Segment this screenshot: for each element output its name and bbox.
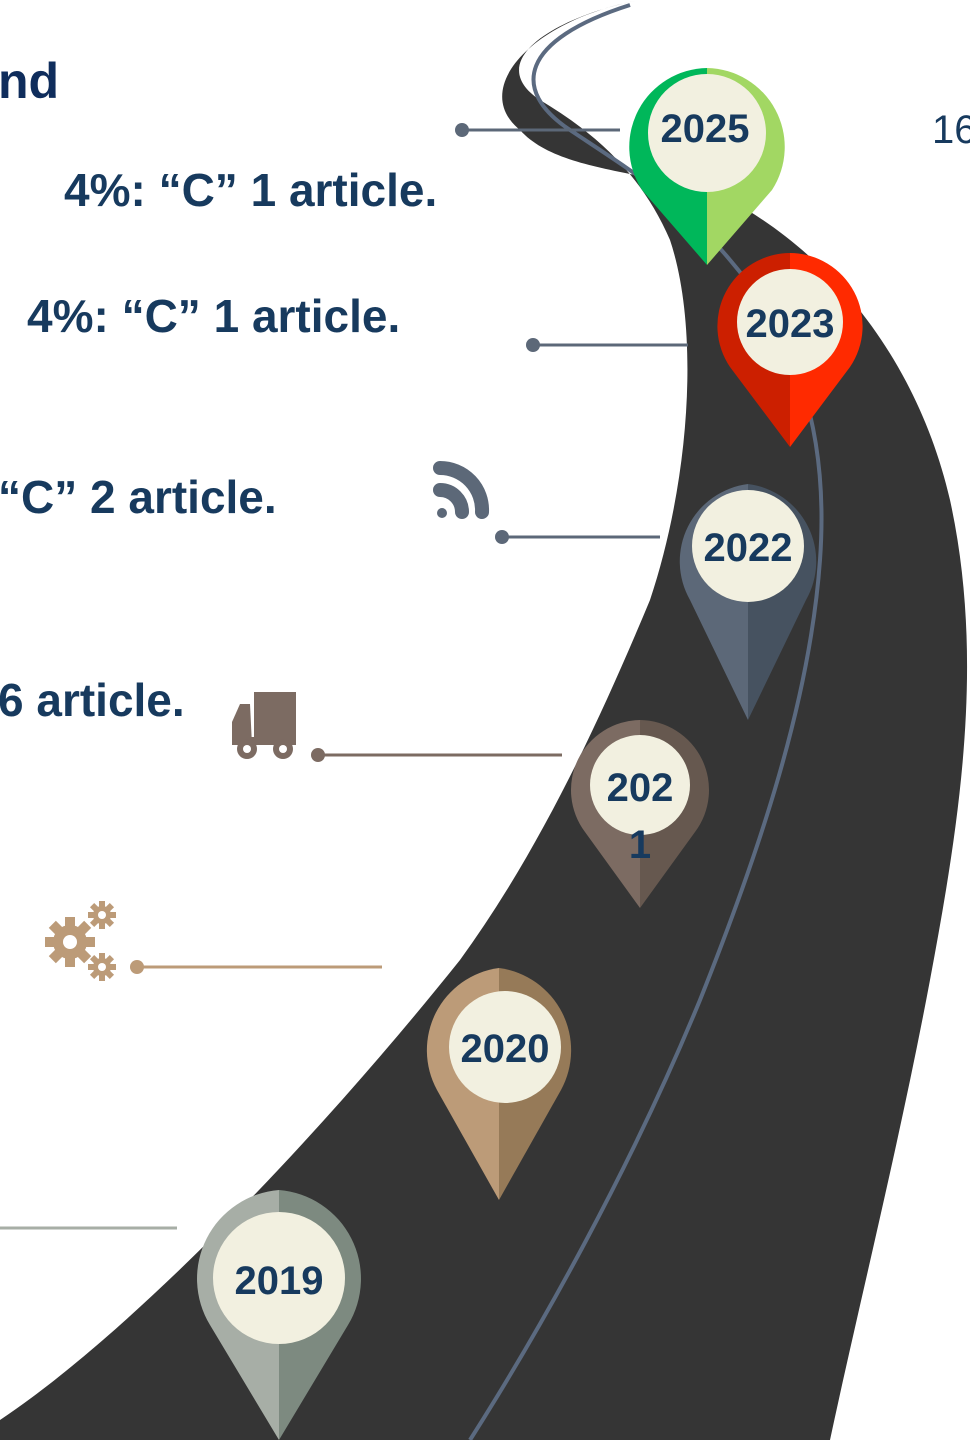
connector-2023 [526,338,688,352]
milestone-2025-text: 4%: “C” 1 article. [64,164,438,216]
milestone-2023-text: 4%: “C” 1 article. [27,290,401,342]
pin-2025-year: 2025 [661,107,750,151]
pin-2020-year: 2020 [461,1027,550,1071]
pin-2019-year: 2019 [235,1259,324,1303]
connector-2022 [495,530,660,544]
gears-icon [45,901,116,981]
pin-2023: 2023 [717,253,863,447]
pin-2021-year-line2: 1 [629,823,651,867]
heading-fragment: nd [0,53,60,109]
milestone-2021-text: 6 article. [0,674,185,726]
milestone-2022-text: “C” 2 article. [0,471,277,523]
pin-2021-year-line1: 202 [607,766,674,810]
connector-2020 [130,960,382,974]
connector-2021 [311,748,562,762]
pin-2020: 2020 [426,968,572,1200]
pin-2022: 2022 [679,484,817,720]
pin-2021: 202 1 [570,720,710,908]
truck-icon [232,692,296,759]
pin-2025: 2025 [629,68,785,265]
top-right-fragment: 16 [932,108,970,152]
pin-2023-year: 2023 [746,302,835,346]
connector-2025 [455,123,620,137]
pin-2019: 2019 [197,1190,361,1440]
wifi-signal-icon [433,460,490,519]
pin-2022-year: 2022 [704,526,793,570]
